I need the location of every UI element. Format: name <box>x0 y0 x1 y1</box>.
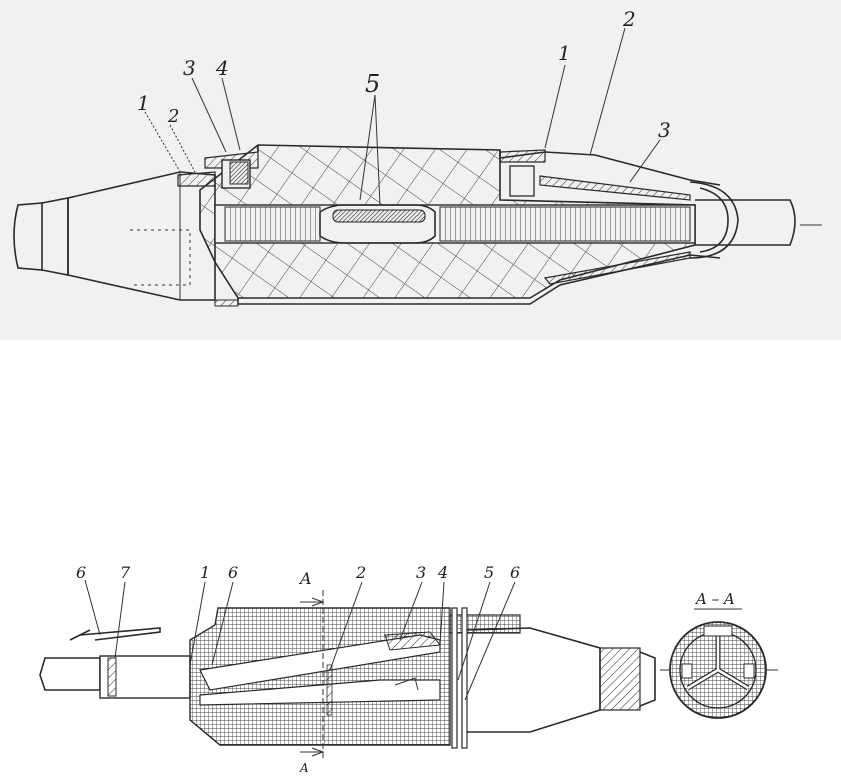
cross-section-a-a: A – A <box>660 590 778 718</box>
top-drawing-panel: 1 2 3 4 5 1 2 3 <box>0 0 841 340</box>
callout-label: 1 <box>558 41 571 65</box>
top-coupling-drawing: 1 2 3 4 5 1 2 3 <box>0 0 841 340</box>
left-cable-end <box>14 172 215 300</box>
callout-label: 1 <box>200 563 210 582</box>
callout-label: 2 <box>622 7 636 31</box>
callout-label: 5 <box>365 70 380 98</box>
callout-label: 2 <box>355 563 366 582</box>
top-callouts: 1 2 3 4 5 1 2 3 <box>137 7 671 142</box>
callout-label: 7 <box>120 563 131 582</box>
right-transition <box>467 628 655 732</box>
callout-label: 2 <box>167 106 179 127</box>
right-cable <box>695 200 822 245</box>
left-cable-end <box>40 628 190 698</box>
section-marker-label: A <box>298 569 312 588</box>
callout-label: 3 <box>658 118 671 142</box>
callout-label: 4 <box>437 563 448 582</box>
section-marker-label: A <box>299 761 309 775</box>
callout-label: 1 <box>137 91 150 115</box>
callout-label: 6 <box>228 563 238 582</box>
callout-label: 6 <box>510 563 520 582</box>
callout-label: 6 <box>76 563 86 582</box>
callout-label: 5 <box>484 563 494 582</box>
callout-label: 3 <box>416 563 426 582</box>
callout-label: 4 <box>215 56 229 80</box>
bottom-coupling-drawing: 6 7 1 6 2 3 4 5 6 A A A – A <box>0 540 841 782</box>
callout-label: 3 <box>183 56 196 80</box>
bottom-drawing-panel: 6 7 1 6 2 3 4 5 6 A A A – A <box>0 540 841 782</box>
section-title: A – A <box>694 590 735 608</box>
conductor-core <box>215 205 695 243</box>
